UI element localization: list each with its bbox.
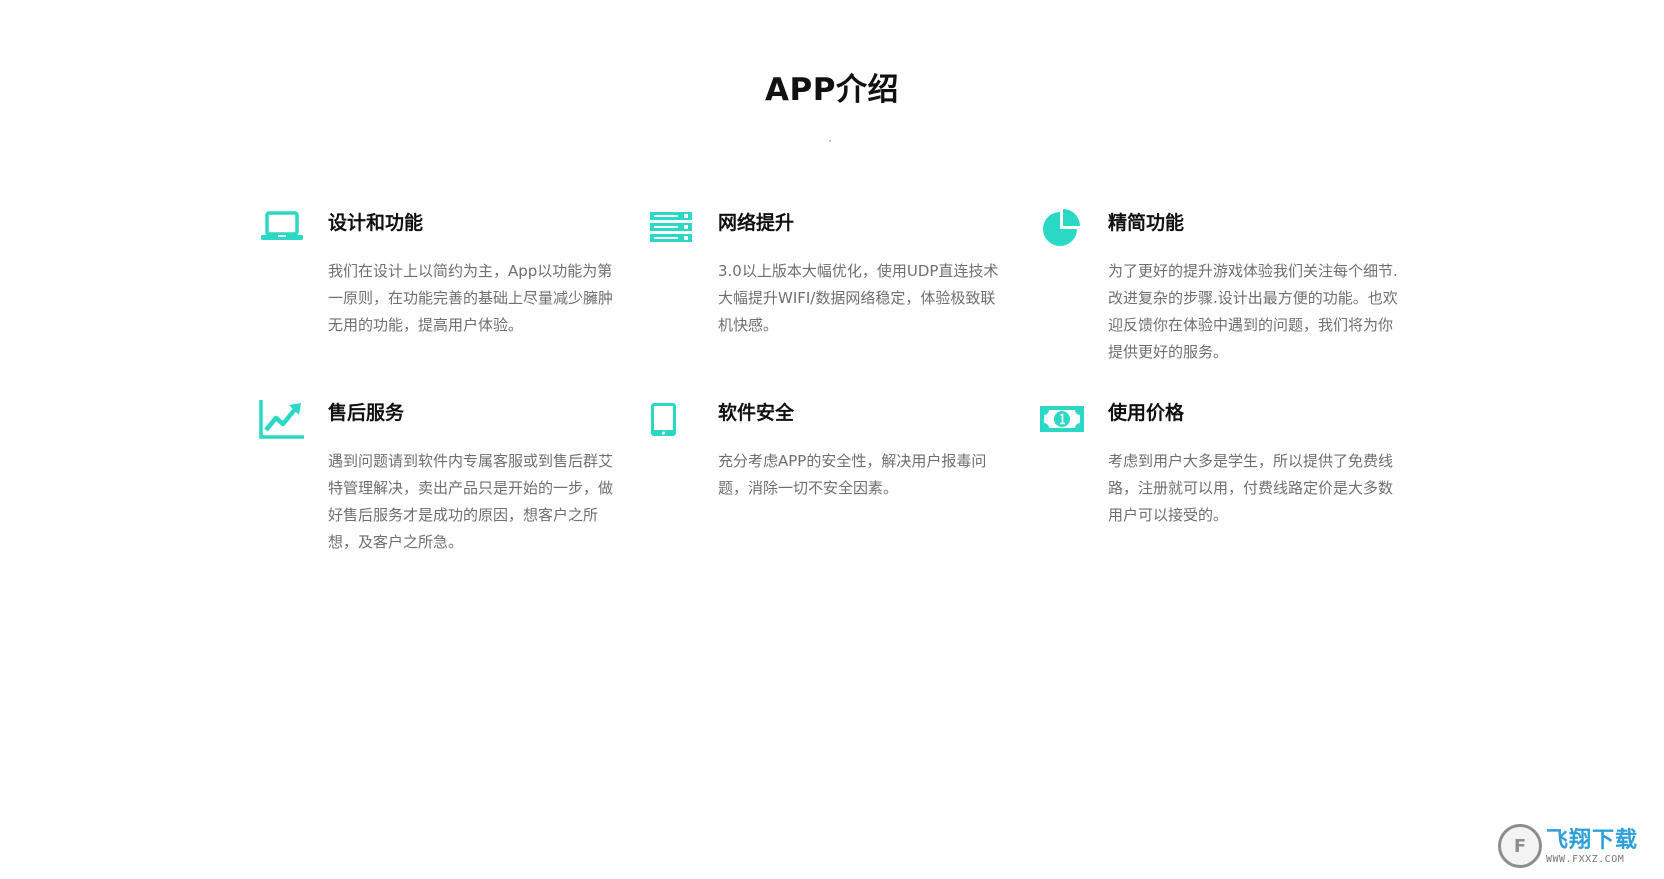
feature-title: 使用价格: [1108, 402, 1185, 424]
server-icon: [648, 204, 696, 252]
feature-title: 网络提升: [718, 212, 795, 234]
watermark: F 飞翔下载 WWW.FXXZ.COM: [1498, 821, 1654, 871]
watermark-name: 飞翔下载: [1546, 827, 1639, 853]
feature-title: 精简功能: [1108, 212, 1185, 234]
watermark-url: WWW.FXXZ.COM: [1546, 853, 1625, 865]
page-title: APP介绍: [765, 72, 899, 108]
feature-title: 软件安全: [718, 402, 795, 424]
feature-description: 为了更好的提升游戏体验我们关注每个细节.改进复杂的步骤.设计出最方便的功能。也欢…: [1108, 262, 1398, 361]
title-divider-dot: [829, 140, 831, 142]
feature-description: 充分考虑APP的安全性，解决用户报毒问题，消除一切不安全因素。: [718, 452, 987, 497]
watermark-text: 飞翔下载 WWW.FXXZ.COM: [1546, 828, 1638, 865]
money-icon: [1038, 394, 1086, 442]
feature-title: 售后服务: [328, 402, 405, 424]
trending-up-icon: [258, 394, 306, 442]
watermark-logo-icon: F: [1498, 824, 1542, 868]
feature-description: 遇到问题请到软件内专属客服或到售后群艾特管理解决，卖出产品只是开始的一步，做好售…: [328, 452, 614, 551]
feature-description: 考虑到用户大多是学生，所以提供了免费线路，注册就可以用，付费线路定价是大多数用户…: [1108, 452, 1394, 524]
feature-description: 我们在设计上以简约为主，App以功能为第一原则，在功能完善的基础上尽量减少臃肿无…: [328, 262, 614, 334]
tablet-icon: [648, 394, 696, 442]
feature-title: 设计和功能: [328, 212, 424, 234]
pie-chart-icon: [1038, 204, 1086, 252]
feature-description: 3.0以上版本大幅优化，使用UDP直连技术大幅提升WIFI/数据网络稳定，体验极…: [718, 262, 999, 334]
laptop-icon: [258, 204, 306, 252]
